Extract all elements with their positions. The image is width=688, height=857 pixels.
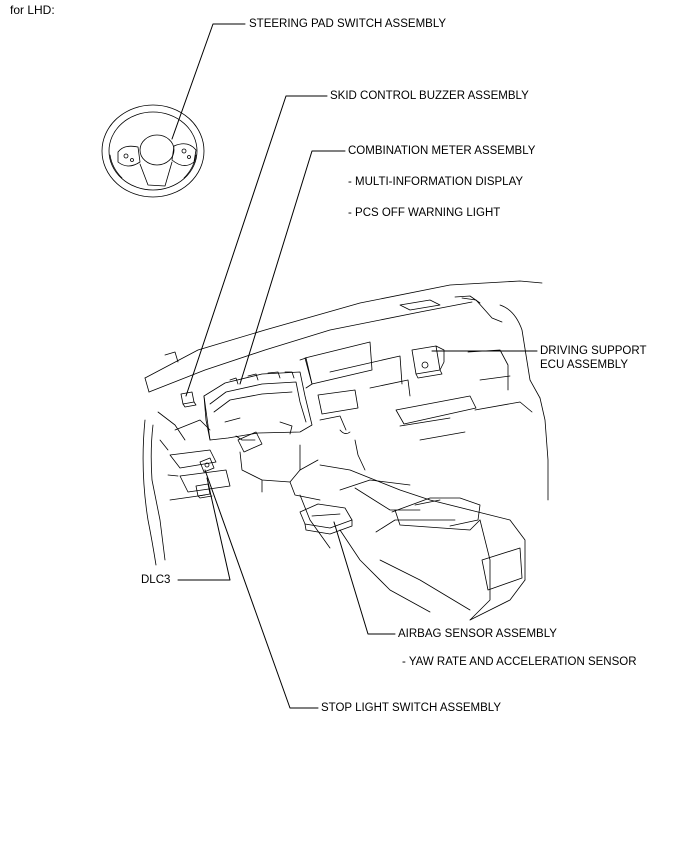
center-console <box>299 464 526 621</box>
label-driving-support-line2: ECU ASSEMBLY <box>540 359 628 371</box>
label-skid-control-buzzer: SKID CONTROL BUZZER ASSEMBLY <box>330 90 529 102</box>
skid-control-buzzer <box>180 391 197 408</box>
label-stop-light-switch: STOP LIGHT SWITCH ASSEMBLY <box>321 702 502 714</box>
label-driving-support-line1: DRIVING SUPPORT <box>540 345 647 357</box>
dlc3-connector <box>195 483 213 499</box>
stop-light-switch <box>199 457 215 473</box>
label-airbag-sensor: AIRBAG SENSOR ASSEMBLY <box>398 628 557 640</box>
leader-lines <box>171 23 538 709</box>
dashboard <box>142 280 549 566</box>
page-title: for LHD: <box>10 3 55 17</box>
combination-meter <box>203 371 313 441</box>
label-pcs-off-warning-light: - PCS OFF WARNING LIGHT <box>348 207 501 219</box>
label-dlc3: DLC3 <box>141 574 171 586</box>
label-yaw-rate-sensor: - YAW RATE AND ACCELERATION SENSOR <box>402 656 637 668</box>
label-steering-pad-switch: STEERING PAD SWITCH ASSEMBLY <box>249 18 447 30</box>
steering-wheel <box>101 104 205 198</box>
driving-support-ecu <box>411 345 445 379</box>
airbag-sensor <box>299 503 353 535</box>
label-combination-meter: COMBINATION METER ASSEMBLY <box>348 145 536 157</box>
label-multi-information-display: - MULTI-INFORMATION DISPLAY <box>348 176 524 188</box>
